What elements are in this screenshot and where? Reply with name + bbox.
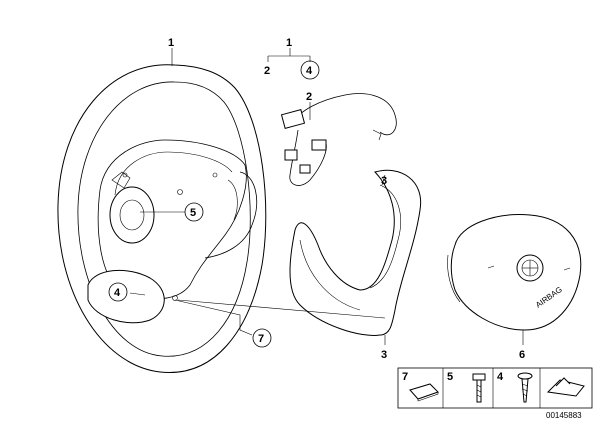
callouts: 1 1 2 4 2 3 5 4 7 3 6 [108,37,525,361]
callout-cover: 3 [381,175,387,187]
patch-icon [409,383,439,402]
spoke-cover [289,169,422,336]
callout-group-sub-left: 2 [264,65,270,77]
callout-circle-pad: 4 [108,282,128,302]
legend-item-b: 5 [447,371,453,383]
callout-screw-ref: 7 [258,333,264,345]
arrow-symbol-icon [546,377,585,397]
bmw-logo-icon [516,254,544,282]
wiring-harness [280,93,397,186]
legend-item-a: 7 [402,371,408,383]
callout-airbag: 6 [519,349,525,361]
callout-group-sub-right: 4 [306,65,313,77]
diagram-number: 00145883 [546,411,582,420]
legend-item-c: 4 [497,371,504,383]
callout-circle-group-sub-right: 4 [300,60,320,80]
leader-lines [129,48,524,345]
airbag-module: AIRBAG [447,214,582,331]
callout-circle-hub: 5 [184,202,204,222]
bolt-icon [472,373,486,403]
callout-hub: 5 [190,207,196,219]
callout-group: 1 [286,37,292,49]
callout-circle-screw-ref: 7 [252,328,272,348]
steering-wheel [57,64,267,373]
callout-pad: 4 [114,287,121,299]
callout-cover-bottom: 3 [381,349,387,361]
screw-icon [517,372,533,403]
callout-wheel: 1 [168,37,174,49]
parts-legend: 7 5 4 [397,367,593,409]
callout-harness: 2 [306,91,312,103]
